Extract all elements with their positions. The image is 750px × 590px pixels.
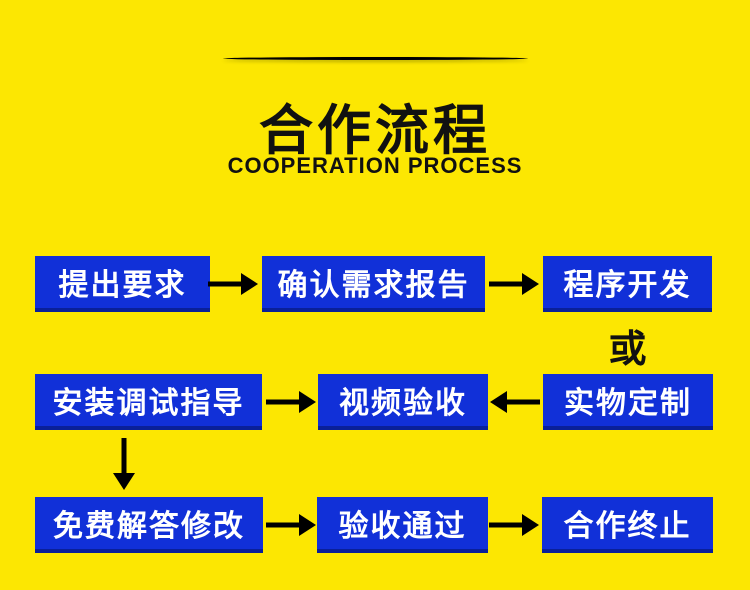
step-acceptance-passed: 验收通过 — [317, 497, 488, 553]
step-free-support-revisions: 免费解答修改 — [35, 497, 263, 553]
arrow-right-icon — [266, 391, 316, 413]
arrow-down-icon — [113, 438, 135, 490]
arrow-left-icon — [490, 391, 540, 413]
step-video-acceptance: 视频验收 — [318, 374, 488, 430]
step-physical-customization: 实物定制 — [543, 374, 713, 430]
page-subtitle: COOPERATION PROCESS — [227, 153, 523, 178]
step-install-debug-guidance: 安装调试指导 — [35, 374, 262, 430]
title-divider-line — [223, 57, 528, 60]
or-label: 或 — [608, 329, 647, 371]
step-program-development: 程序开发 — [543, 256, 712, 312]
step-propose-requirements: 提出要求 — [35, 256, 210, 312]
page-title: 合作流程 — [259, 101, 491, 161]
step-cooperation-end: 合作终止 — [542, 497, 713, 553]
arrow-right-icon — [208, 273, 258, 295]
step-confirm-requirement-report: 确认需求报告 — [262, 256, 485, 312]
arrow-right-icon — [489, 514, 539, 536]
arrow-right-icon — [489, 273, 539, 295]
arrow-right-icon — [266, 514, 316, 536]
